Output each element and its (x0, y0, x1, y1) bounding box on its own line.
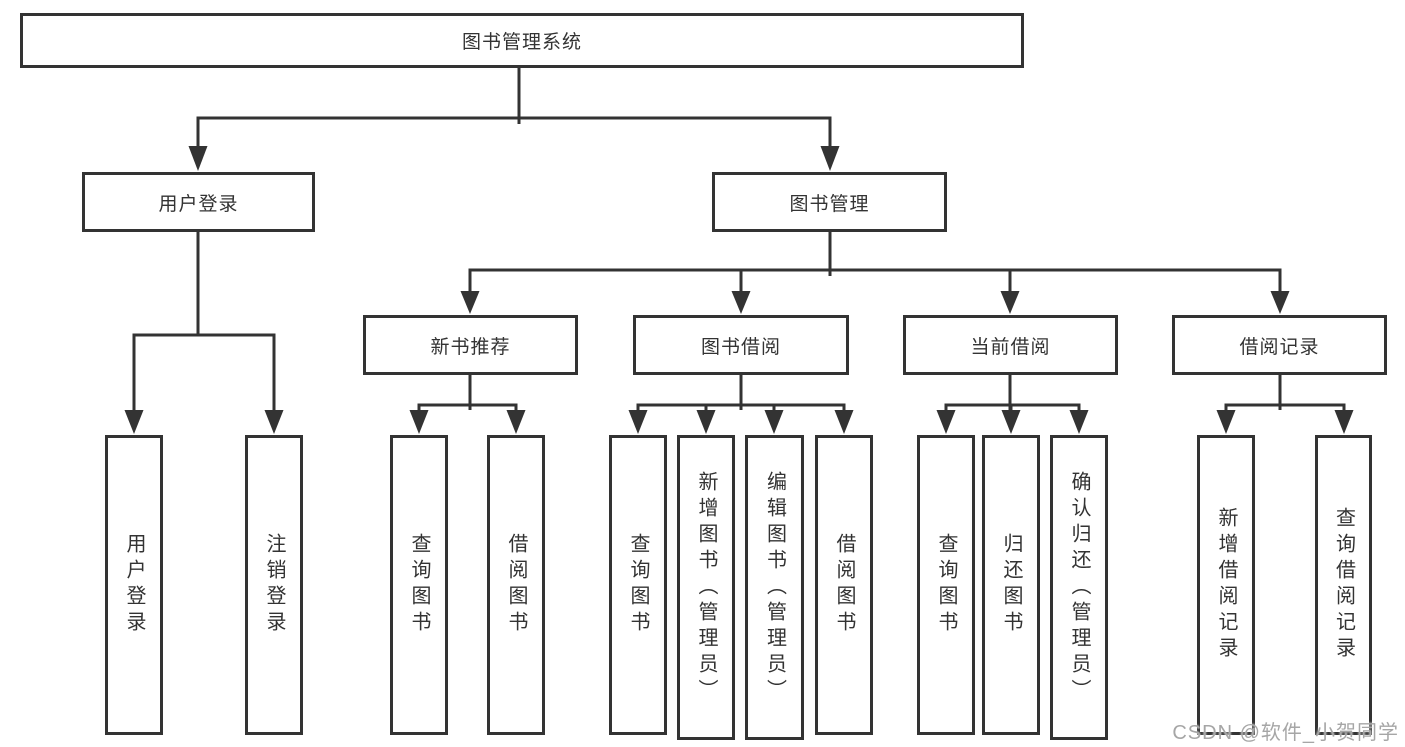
node-root-library-system: 图书管理系统 (20, 13, 1024, 68)
leaf-bb-add-books-admin: 新增图书（管理员） (677, 435, 735, 740)
leaf-bb-query-books: 查询图书 (609, 435, 667, 735)
leaf-logout: 注销登录 (245, 435, 303, 735)
leaf-cb-confirm-return-admin: 确认归还（管理员） (1050, 435, 1108, 740)
node-current-borrow: 当前借阅 (903, 315, 1118, 375)
node-book-management-group: 图书管理 (712, 172, 947, 232)
leaf-br-query-record: 查询借阅记录 (1315, 435, 1372, 735)
node-borrow-records: 借阅记录 (1172, 315, 1387, 375)
leaf-cb-return-books: 归还图书 (982, 435, 1040, 735)
leaf-bb-edit-books-admin: 编辑图书（管理员） (745, 435, 804, 740)
leaf-br-add-record: 新增借阅记录 (1197, 435, 1255, 735)
leaf-user-login: 用户登录 (105, 435, 163, 735)
leaf-bb-borrow-books: 借阅图书 (815, 435, 873, 735)
leaf-cb-query-books: 查询图书 (917, 435, 975, 735)
csdn-watermark: CSDN @软件_小贺同学 (1172, 722, 1399, 744)
node-book-borrow: 图书借阅 (633, 315, 849, 375)
node-new-book-recommend: 新书推荐 (363, 315, 578, 375)
node-user-login-group: 用户登录 (82, 172, 315, 232)
leaf-nbr-borrow-books: 借阅图书 (487, 435, 545, 735)
leaf-nbr-query-books: 查询图书 (390, 435, 448, 735)
